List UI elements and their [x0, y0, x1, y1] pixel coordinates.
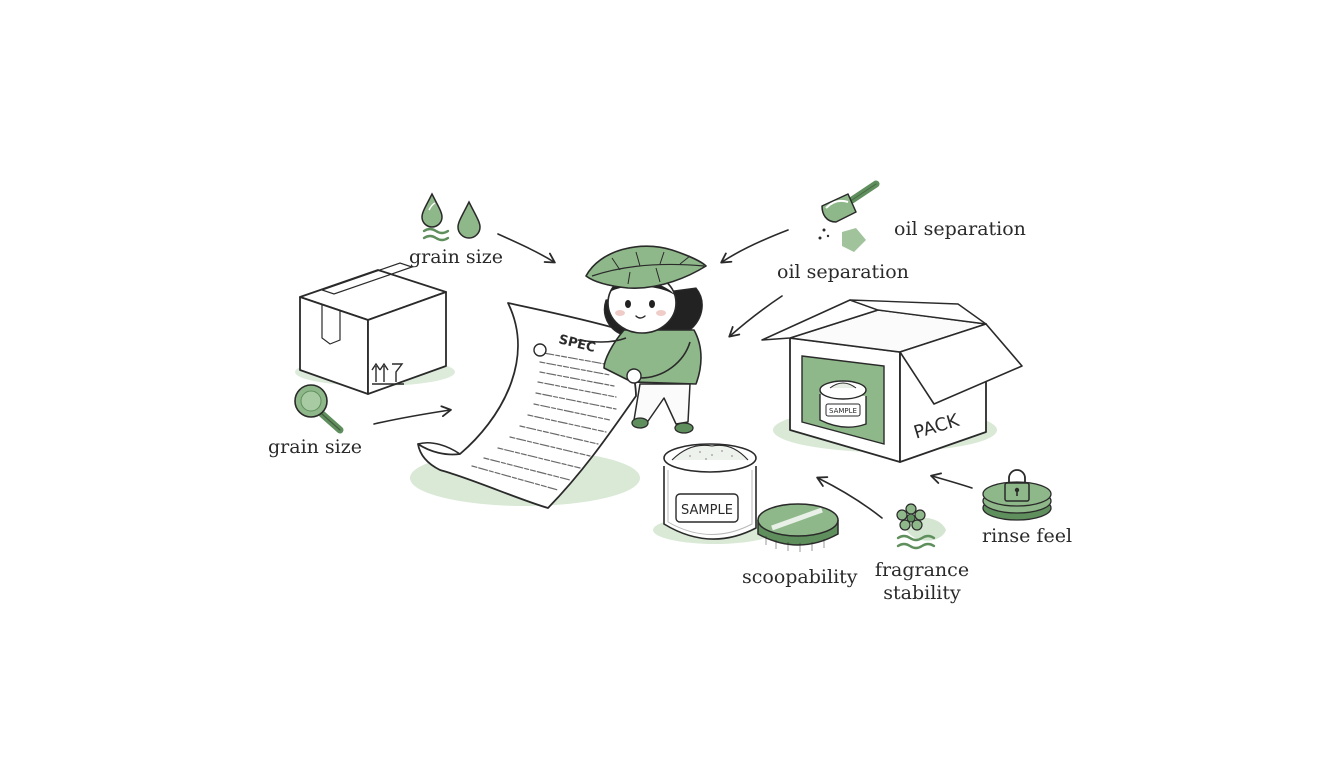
arrow-grain-size-left — [373, 405, 452, 425]
label-rinse-feel: rinse feel — [982, 525, 1073, 547]
label-scoopability: scoopability — [742, 566, 858, 588]
jar-label: SAMPLE — [681, 503, 733, 518]
arrow-fragrance-stability — [816, 476, 883, 519]
leaf-hat-icon — [585, 245, 707, 289]
jar-lid — [757, 503, 839, 552]
sample-jar: SAMPLE — [653, 443, 777, 544]
arrow-oil-separation-top — [720, 229, 789, 264]
arrows — [373, 229, 973, 519]
label-fragrance-line1: fragrance — [874, 559, 970, 581]
arrow-rinse-feel — [930, 472, 973, 489]
water-drops-icon — [421, 192, 481, 242]
spec-document: SPEC — [410, 302, 640, 509]
label-oil-separation-top: oil separation — [894, 218, 1026, 240]
pack-box: SAMPLE PACK — [761, 299, 1023, 463]
label-grain-size-top: grain size — [409, 246, 504, 268]
inner-jar: SAMPLE — [819, 380, 867, 428]
arrow-oil-separation-mid — [728, 295, 783, 338]
magnifier-icon — [294, 384, 344, 434]
flower-waves-icon — [896, 503, 946, 550]
label-fragrance-line2: stability — [883, 581, 961, 604]
lock-lid-icon — [982, 469, 1052, 521]
character-girl — [533, 245, 707, 434]
spec-text-lines — [471, 351, 617, 491]
this-side-up-icon — [371, 362, 404, 385]
label-fragrance-stability: fragrance stability — [872, 559, 972, 605]
label-grain-size-left: grain size — [268, 436, 363, 458]
label-oil-separation-mid: oil separation — [777, 261, 909, 283]
inner-jar-label: SAMPLE — [829, 407, 857, 415]
closed-box — [295, 262, 455, 395]
scoop-icon — [818, 180, 880, 252]
arrow-grain-size-top — [497, 233, 556, 264]
